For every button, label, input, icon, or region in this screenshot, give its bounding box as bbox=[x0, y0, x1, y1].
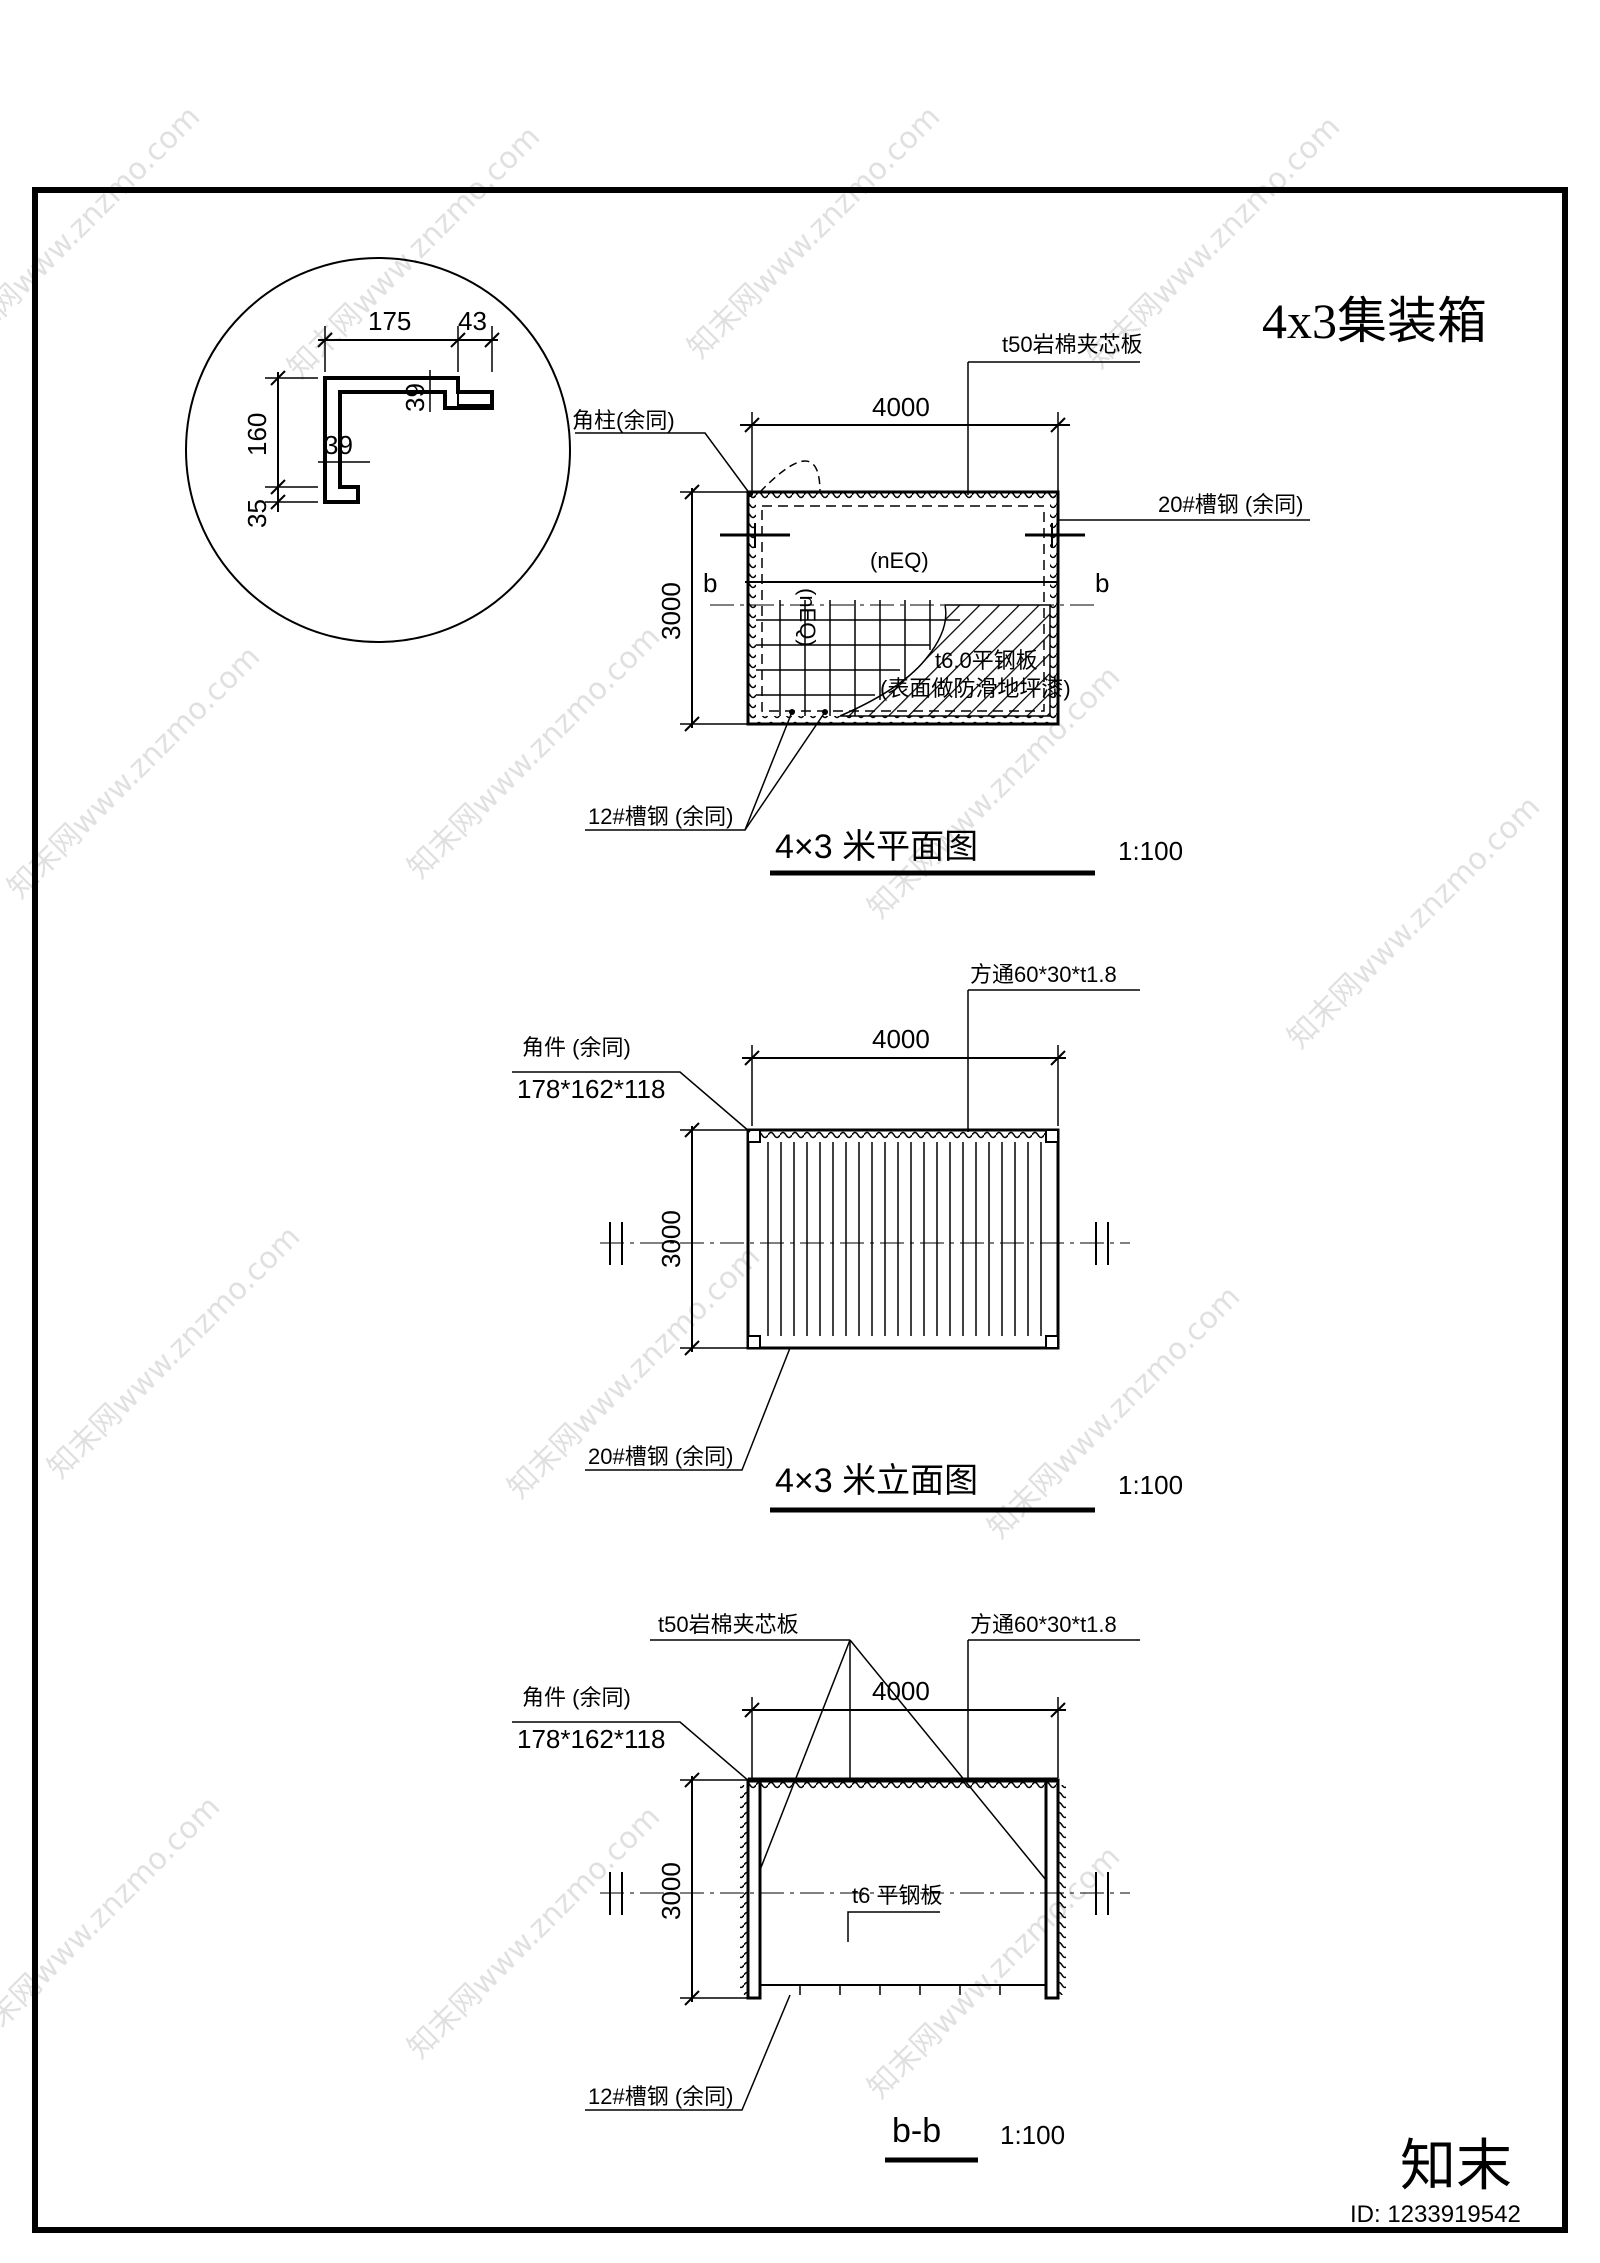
elevation-tube-label: 方通60*30*t1.8 bbox=[970, 962, 1117, 987]
plan-corner-label: 角柱(余同) bbox=[572, 408, 675, 433]
watermark-layer: 知末网www.znzmo.com 知末网www.znzmo.com 知末网www… bbox=[0, 99, 1547, 2105]
watermark-text: 知末网www.znzmo.com bbox=[401, 1799, 667, 2065]
plan-dim-height: 3000 bbox=[656, 582, 686, 640]
section-tube-label: 方通60*30*t1.8 bbox=[970, 1612, 1117, 1637]
elevation-dim-width: 4000 bbox=[872, 1024, 930, 1054]
sheet-title: 4x3集装箱 bbox=[1262, 293, 1487, 349]
elevation-view: 4000 3000 方通60*30*t1.8 角件 (余同) 178*162*1… bbox=[512, 962, 1183, 1513]
watermark-text: 知末网www.znzmo.com bbox=[681, 99, 947, 365]
watermark-text: 知末网www.znzmo.com bbox=[1281, 789, 1547, 1055]
detail-dim-top-b: 43 bbox=[458, 306, 487, 336]
elevation-title: 4×3 米立面图 bbox=[775, 1462, 978, 1500]
elevation-corner-size: 178*162*118 bbox=[517, 1074, 665, 1104]
detail-dim-inner-a: 39 bbox=[324, 430, 353, 460]
watermark-text: 知末网www.znzmo.com bbox=[41, 1219, 307, 1485]
elevation-channel20-label: 20#槽钢 (余同) bbox=[588, 1444, 733, 1469]
detail-dim-inner-b: 39 bbox=[400, 383, 430, 412]
watermark-text: 知末网www.znzmo.com bbox=[0, 99, 207, 365]
watermark-text: 知末网www.znzmo.com bbox=[281, 119, 547, 385]
plan-plate-label-2: (表面做防滑地坪漆) bbox=[880, 676, 1071, 701]
id-watermark: ID: 1233919542 bbox=[1350, 2201, 1521, 2228]
section-plate-label: t6 平钢板 bbox=[852, 1883, 942, 1908]
section-corner-size: 178*162*118 bbox=[517, 1724, 665, 1754]
plan-title: 4×3 米平面图 bbox=[775, 828, 978, 866]
plan-panel-label: t50岩棉夹芯板 bbox=[1002, 332, 1143, 357]
section-channel12-label: 12#槽钢 (余同) bbox=[588, 2084, 733, 2109]
elevation-dim-height: 3000 bbox=[656, 1210, 686, 1268]
plan-scale: 1:100 bbox=[1118, 836, 1183, 866]
watermark-text: 知末网www.znzmo.com bbox=[981, 1279, 1247, 1545]
section-dim-width: 4000 bbox=[872, 1676, 930, 1706]
plan-view: 4000 3000 b b (nEQ) (nEQ) bbox=[572, 332, 1310, 876]
plan-neq-horizontal: (nEQ) bbox=[870, 548, 929, 573]
section-panel-label: t50岩棉夹芯板 bbox=[658, 1612, 799, 1637]
plan-dim-width: 4000 bbox=[872, 392, 930, 422]
plan-neq-vertical: (nEQ) bbox=[795, 588, 820, 647]
section-corner-label: 角件 (余同) bbox=[522, 1685, 631, 1710]
corner-post-detail: 175 43 160 35 39 39 bbox=[185, 257, 571, 643]
section-dim-height: 3000 bbox=[656, 1862, 686, 1920]
section-view: 4000 3000 t50岩棉夹芯板 bbox=[512, 1612, 1140, 2163]
elevation-scale: 1:100 bbox=[1118, 1470, 1183, 1500]
section-scale: 1:100 bbox=[1000, 2120, 1065, 2150]
elevation-ribs bbox=[767, 1142, 1042, 1336]
sheet-border bbox=[32, 187, 1568, 2233]
detail-dim-left-a: 160 bbox=[242, 413, 272, 456]
plan-channel12-label: 12#槽钢 (余同) bbox=[588, 804, 733, 829]
detail-dim-top-a: 175 bbox=[368, 306, 411, 336]
watermark-text: 知末网www.znzmo.com bbox=[401, 619, 667, 885]
watermark-text: 知末网www.znzmo.com bbox=[1, 639, 267, 905]
plan-plate-label-1: t6.0平钢板 bbox=[935, 648, 1038, 673]
section-title: b-b bbox=[892, 2112, 941, 2150]
brand-watermark: 知末 bbox=[1400, 2134, 1512, 2197]
plan-channel20-label: 20#槽钢 (余同) bbox=[1158, 492, 1303, 517]
watermark-text: 知末网www.znzmo.com bbox=[861, 1839, 1127, 2105]
plan-section-mark-left: b bbox=[703, 568, 717, 598]
detail-dim-left-b: 35 bbox=[242, 499, 272, 528]
elevation-corner-label: 角件 (余同) bbox=[522, 1035, 631, 1060]
plan-section-mark-right: b bbox=[1095, 568, 1109, 598]
